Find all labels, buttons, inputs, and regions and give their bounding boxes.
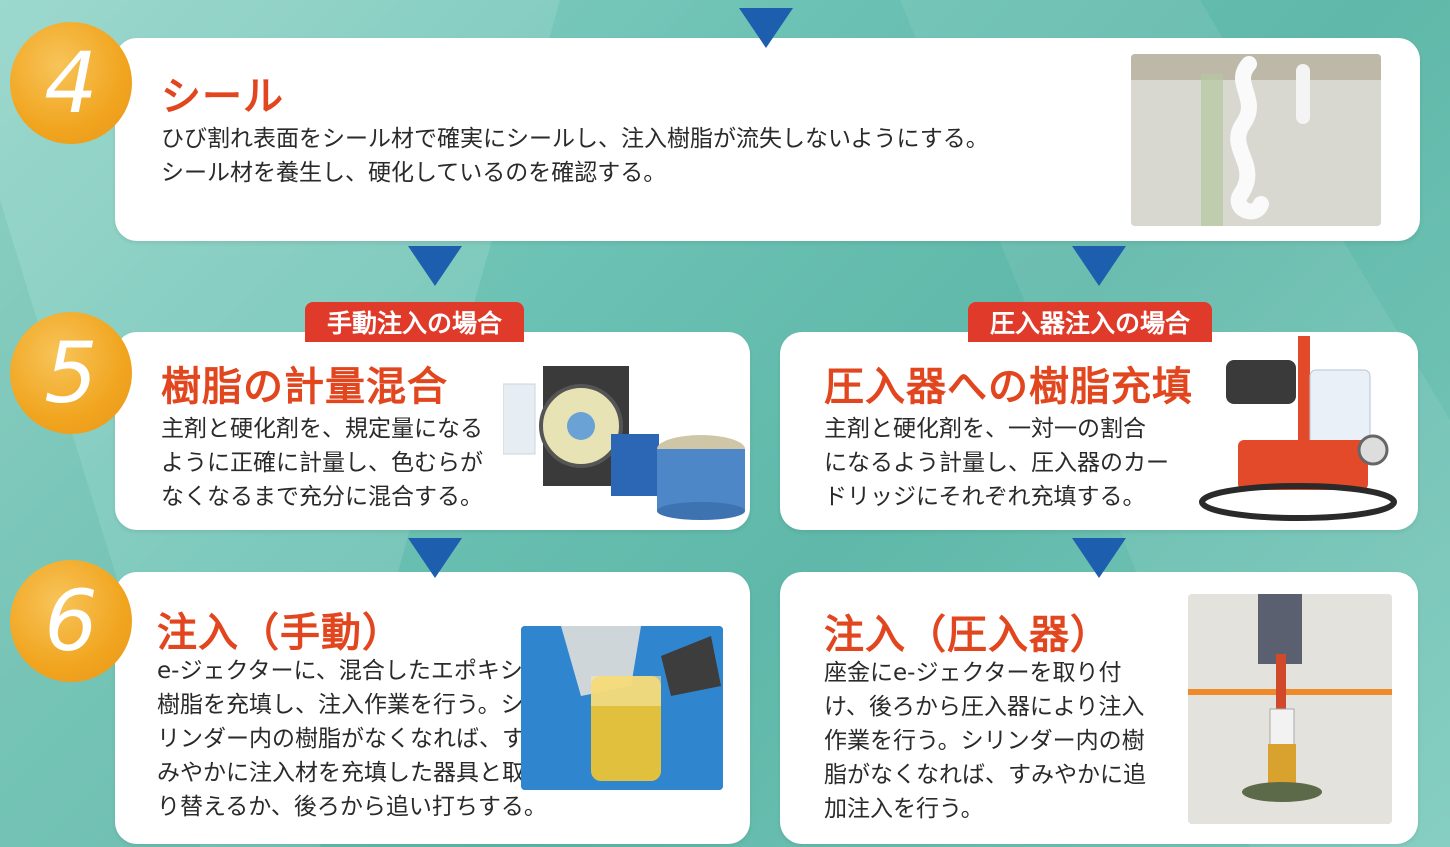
manual-injection-badge: 手動注入の場合 (305, 302, 525, 342)
step6-right-card: 注入（圧入器） 座金にe-ジェクターを取り付 け、後ろから圧入器により注入 作業… (780, 572, 1418, 844)
step5-left-line: 主剤と硬化剤を、規定量になる (161, 416, 483, 442)
step5-left-card: 樹脂の計量混合 主剤と硬化剤を、規定量になる ように正確に計量し、色むらが なく… (115, 332, 750, 530)
step-number-6: 6 (10, 560, 132, 682)
step6-right-line: け、後ろから圧入器により注入 (824, 694, 1145, 720)
step5-left-line: なくなるまで充分に混合する。 (161, 484, 483, 510)
step5-left-title: 樹脂の計量混合 (161, 364, 448, 410)
pressure-injector-photo (1198, 330, 1404, 526)
pressure-injection-badge: 圧入器注入の場合 (968, 302, 1213, 342)
step6-left-line: リンダー内の樹脂がなくなれば、す (157, 726, 525, 752)
step-number-5: 5 (10, 312, 132, 434)
step5-right-line: 主剤と硬化剤を、一対一の割合 (824, 416, 1146, 442)
step5-right-line: になるよう計量し、圧入器のカー (824, 450, 1169, 476)
step6-left-title: 注入（手動） (157, 610, 403, 656)
step5-right-line: ドリッジにそれぞれ充填する。 (824, 484, 1146, 510)
step6-right-title: 注入（圧入器） (824, 612, 1111, 658)
step5-right-title: 圧入器への樹脂充填 (824, 364, 1193, 410)
step6-left-line: e-ジェクターに、混合したエポキシ (157, 658, 523, 684)
step6-left-line: り替えるか、後ろから追い打ちする。 (157, 794, 547, 820)
scale-and-cans-photo (503, 354, 748, 522)
step6-right-line: 座金にe-ジェクターを取り付 (824, 660, 1122, 686)
step4-line: ひび割れ表面をシール材で確実にシールし、注入樹脂が流失しないようにする。 (161, 126, 989, 152)
flow-arrow-right-4-5 (1072, 246, 1126, 286)
step5-right-description: 主剤と硬化剤を、一対一の割合 になるよう計量し、圧入器のカー ドリッジにそれぞれ… (824, 412, 1169, 514)
flow-arrow-left-5-6 (408, 538, 462, 578)
step4-line: シール材を養生し、硬化しているのを確認する。 (161, 160, 667, 186)
step4-description: ひび割れ表面をシール材で確実にシールし、注入樹脂が流失しないようにする。 シール… (161, 122, 989, 190)
step6-left-line: 樹脂を充填し、注入作業を行う。シ (157, 692, 524, 718)
flow-arrow-right-5-6 (1072, 538, 1126, 578)
step-number-4: 4 (10, 22, 132, 144)
seal-photo (1131, 54, 1381, 226)
step6-right-line: 加注入を行う。 (824, 796, 984, 822)
step6-right-line: 脂がなくなれば、すみやかに追 (824, 762, 1146, 788)
step4-title: シール (161, 74, 284, 120)
step5-left-line: ように正確に計量し、色むらが (161, 450, 483, 476)
step5-right-card: 圧入器への樹脂充填 主剤と硬化剤を、一対一の割合 になるよう計量し、圧入器のカー… (780, 332, 1418, 530)
manual-injection-photo (521, 626, 723, 790)
flow-arrow-left-4-5 (408, 246, 462, 286)
step6-right-description: 座金にe-ジェクターを取り付 け、後ろから圧入器により注入 作業を行う。シリンダ… (824, 656, 1146, 826)
step5-left-description: 主剤と硬化剤を、規定量になる ように正確に計量し、色むらが なくなるまで充分に混… (161, 412, 483, 514)
step6-left-card: 注入（手動） e-ジェクターに、混合したエポキシ 樹脂を充填し、注入作業を行う。… (115, 572, 750, 844)
flow-arrow-top (739, 8, 793, 48)
step4-card: シール ひび割れ表面をシール材で確実にシールし、注入樹脂が流失しないようにする。… (115, 38, 1420, 241)
step6-left-description: e-ジェクターに、混合したエポキシ 樹脂を充填し、注入作業を行う。シ リンダー内… (157, 654, 547, 824)
step6-right-line: 作業を行う。シリンダー内の樹 (824, 728, 1145, 754)
step6-left-line: みやかに注入材を充填した器具と取 (157, 760, 525, 786)
pressure-injection-photo (1188, 594, 1392, 824)
